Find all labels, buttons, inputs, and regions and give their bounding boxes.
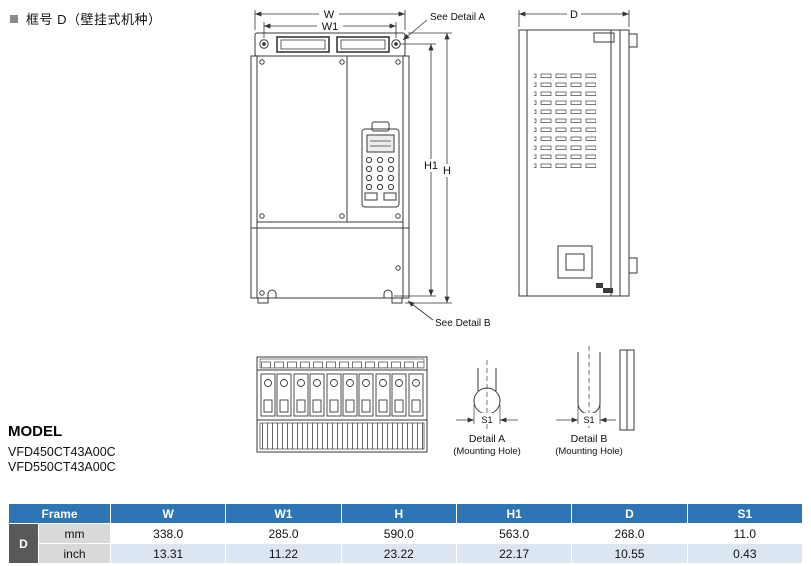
cell-mm-h1: 563.0	[455, 523, 573, 544]
section-bullet-icon	[10, 14, 18, 23]
section-title: 框号 D（壁挂式机种）	[26, 12, 162, 27]
terminal-blocks	[260, 373, 424, 417]
col-header-h1: H1	[455, 503, 573, 524]
cell-inch-h: 23.22	[340, 543, 457, 564]
detail-a-s1-label: S1	[481, 415, 492, 425]
cell-inch-s1: 0.43	[686, 543, 804, 564]
detail-a-title: Detail A	[469, 433, 505, 445]
col-header-d: D	[571, 503, 688, 524]
cell-inch-h1: 22.17	[455, 543, 573, 564]
frame-cell: D	[8, 523, 39, 564]
dim-d-label: D	[570, 9, 578, 21]
model-heading: MODEL	[8, 423, 63, 440]
col-header-s1: S1	[686, 503, 804, 524]
cell-inch-d: 10.55	[571, 543, 688, 564]
cell-mm-d: 268.0	[571, 523, 688, 544]
cell-mm-w1: 285.0	[225, 523, 342, 544]
dim-w1-label: W1	[322, 21, 339, 33]
unit-cell-inch: inch	[38, 543, 111, 564]
detail-a-subtitle: (Mounting Hole)	[453, 446, 521, 457]
cell-inch-w: 13.31	[109, 543, 227, 564]
dim-w-label: W	[324, 9, 335, 21]
keypad	[361, 121, 400, 208]
dim-h-label: H	[443, 165, 451, 177]
detail-b-title: Detail B	[571, 433, 608, 445]
cell-mm-w: 338.0	[109, 523, 227, 544]
col-header-frame: Frame	[8, 503, 111, 524]
col-header-w1: W1	[225, 503, 342, 524]
col-header-h: H	[340, 503, 457, 524]
model-number: VFD550CT43A00C	[8, 460, 116, 474]
detail-b-subtitle: (Mounting Hole)	[555, 446, 623, 457]
cell-mm-s1: 11.0	[686, 523, 804, 544]
dim-h1-label: H1	[424, 160, 438, 172]
table-row-inch: inch 13.31 11.22 23.22 22.17 10.55 0.43	[9, 543, 804, 564]
col-header-w: W	[109, 503, 227, 524]
see-detail-a-label: See Detail A	[430, 12, 485, 23]
spec-table: Frame W W1 H H1 D S1 D mm 338.0 285.0 59…	[8, 503, 804, 564]
unit-cell-mm: mm	[38, 523, 111, 544]
section-header: 框号 D（壁挂式机种）	[10, 9, 162, 28]
top-view-drawing	[256, 356, 428, 453]
table-row-mm: D mm 338.0 285.0 590.0 563.0 268.0 11.0	[8, 523, 804, 564]
cell-mm-h: 590.0	[340, 523, 457, 544]
front-view-drawing	[250, 32, 410, 304]
detail-b-s1-label: S1	[583, 415, 594, 425]
table-header-row: Frame W W1 H H1 D S1	[8, 503, 804, 524]
model-block: MODEL VFD450CT43A00C VFD550CT43A00C	[8, 423, 116, 475]
see-detail-b-label: See Detail B	[435, 318, 491, 329]
side-view-drawing	[518, 29, 638, 297]
cell-inch-w1: 11.22	[225, 543, 342, 564]
model-number: VFD450CT43A00C	[8, 445, 116, 459]
